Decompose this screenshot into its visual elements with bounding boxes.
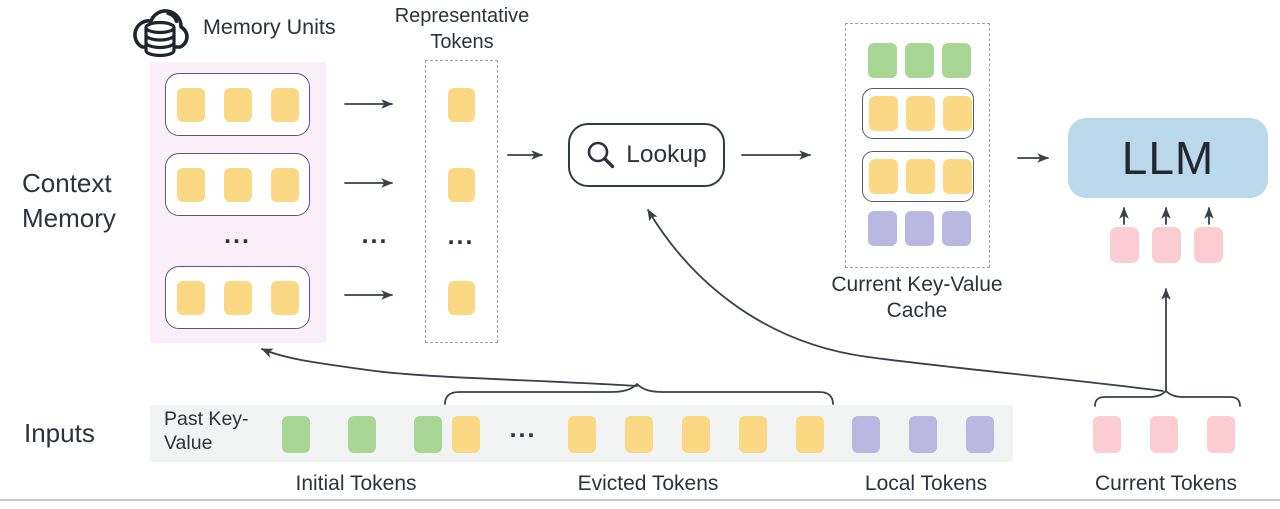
- token: [271, 167, 299, 202]
- token: [869, 96, 898, 131]
- token: [942, 43, 971, 78]
- search-icon: [587, 141, 615, 169]
- cloud-database-icon: [133, 9, 189, 58]
- representative-tokens-box: ...: [425, 60, 498, 343]
- token: [1194, 227, 1223, 263]
- llm-label: LLM: [1121, 132, 1215, 184]
- evicted-ellipsis: ...: [509, 415, 537, 443]
- curve-evicted-to-memory: [261, 348, 638, 387]
- evicted-tokens-head: [452, 416, 480, 453]
- token: [852, 416, 880, 453]
- token: [942, 211, 971, 246]
- representative-ellipsis: ...: [447, 222, 475, 250]
- token: [909, 416, 937, 453]
- token: [1150, 416, 1178, 453]
- token: [224, 87, 252, 122]
- representative-token: [448, 168, 475, 207]
- token: [906, 159, 935, 194]
- token: [448, 168, 475, 202]
- token: [625, 416, 653, 453]
- token: [448, 281, 475, 315]
- token: [905, 211, 934, 246]
- memory-unit-row: [165, 73, 310, 136]
- bottom-rule: [0, 499, 1280, 501]
- token: [868, 211, 897, 246]
- context-memory-box: ...: [150, 62, 326, 343]
- token: [271, 280, 299, 315]
- token: [271, 87, 299, 122]
- evicted-tokens-tail: [568, 416, 824, 453]
- brace-current-tokens: [1094, 390, 1241, 407]
- token: [906, 96, 935, 131]
- token: [966, 416, 994, 453]
- representative-token: [448, 88, 475, 127]
- llm-box: LLM: [1068, 118, 1268, 198]
- token: [224, 280, 252, 315]
- token: [414, 416, 442, 453]
- token: [905, 43, 934, 78]
- kv-local-tokens: [868, 211, 971, 246]
- arrows-ellipsis: ...: [361, 221, 389, 249]
- memory-unit-row: [165, 266, 310, 329]
- token: [943, 96, 972, 131]
- initial-tokens-caption: Initial Tokens: [295, 472, 417, 495]
- token: [452, 416, 480, 453]
- initial-tokens-group: [282, 416, 442, 453]
- kv-memory-unit: [862, 88, 974, 139]
- inputs-label: Inputs: [24, 418, 95, 448]
- evicted-tokens-caption: Evicted Tokens: [577, 472, 719, 495]
- token: [568, 416, 596, 453]
- llm-current-tokens: [1110, 227, 1223, 263]
- token: [682, 416, 710, 453]
- token: [448, 88, 475, 122]
- token: [869, 159, 898, 194]
- representative-token: [448, 281, 475, 320]
- token: [177, 280, 205, 315]
- current-tokens-caption: Current Tokens: [1094, 472, 1238, 495]
- brace-evicted-tokens: [444, 383, 834, 405]
- local-tokens-group: [852, 416, 994, 453]
- token: [796, 416, 824, 453]
- token: [177, 87, 205, 122]
- token: [1093, 416, 1121, 453]
- memory-unit-row: [165, 153, 310, 216]
- token: [177, 167, 205, 202]
- token: [1207, 416, 1235, 453]
- lookup-label: Lookup: [626, 141, 707, 168]
- token: [739, 416, 767, 453]
- kv-memory-unit: [862, 151, 974, 202]
- token: [1110, 227, 1139, 263]
- local-tokens-caption: Local Tokens: [864, 472, 988, 495]
- token: [224, 167, 252, 202]
- representative-tokens-label: Representative Tokens: [394, 5, 530, 53]
- token: [282, 416, 310, 453]
- memory-ellipsis: ...: [224, 221, 251, 249]
- past-key-value-label: Past Key-Value: [164, 408, 249, 454]
- memory-units-label: Memory Units: [203, 15, 336, 39]
- token: [868, 43, 897, 78]
- token: [1152, 227, 1181, 263]
- kv-initial-tokens: [868, 43, 971, 78]
- current-kv-cache-box: [845, 23, 990, 268]
- context-memory-label: Context Memory: [22, 168, 116, 233]
- token: [943, 159, 972, 194]
- current-tokens-group: [1093, 416, 1235, 453]
- current-kv-cache-label: Current Key-Value Cache: [831, 273, 1003, 322]
- lookup-button: Lookup: [568, 123, 725, 187]
- token: [348, 416, 376, 453]
